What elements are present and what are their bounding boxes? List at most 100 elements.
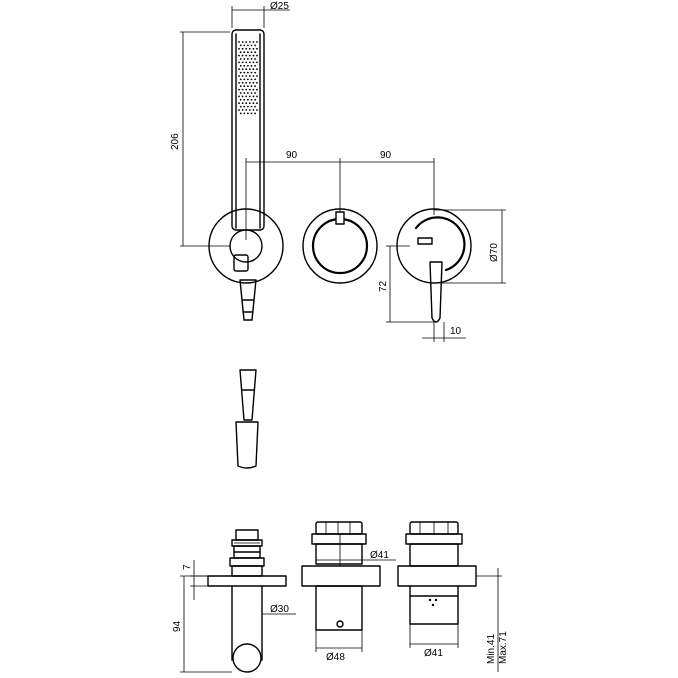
nozzle-dot (243, 85, 246, 88)
dim-lever-drop: 72 (378, 280, 389, 292)
nozzle-dot (243, 58, 246, 60)
nozzle-dot (247, 71, 249, 74)
nozzle-dot (239, 78, 242, 81)
nozzle-dot (252, 95, 255, 98)
nozzle-dot (243, 112, 246, 115)
plate-diameter-dimension: Ø70 (434, 209, 506, 284)
diverter-lower-diameter-dimension: Ø48 (315, 630, 363, 663)
nozzle-dot (254, 85, 256, 88)
diverter-side-view (301, 521, 381, 631)
nozzle-dot (256, 41, 258, 43)
nozzle-dot (254, 51, 256, 54)
dim-outlet-diameter: Ø30 (270, 604, 289, 615)
nozzle-dot (241, 68, 244, 71)
nozzle-dot (247, 85, 249, 88)
nozzle-dot (248, 54, 251, 57)
nozzle-dot (256, 54, 258, 57)
nozzle-dot (241, 41, 244, 43)
nozzle-dot (238, 75, 240, 77)
nozzle-dot (239, 58, 242, 60)
dim-lever-offset: 10 (450, 326, 462, 337)
nozzle-dot (238, 61, 240, 64)
nozzle-dot (241, 61, 244, 64)
nozzle-dot (239, 71, 242, 74)
nozzle-dot (248, 68, 251, 71)
nozzle-dot (245, 41, 248, 43)
nozzle-dot (245, 61, 248, 64)
nozzle-dot (243, 71, 246, 74)
nozzle-dot (245, 95, 248, 98)
dim-shower-diameter: Ø25 (270, 1, 289, 12)
nozzle-dot (248, 47, 251, 50)
dim-outlet-depth: 94 (172, 620, 183, 632)
nozzle-dot (252, 47, 255, 50)
nozzle-dot (239, 112, 242, 115)
mixer-plate (396, 208, 472, 323)
dim-diverter-upper: Ø41 (370, 550, 389, 561)
nozzle-dot (247, 112, 249, 115)
nozzle-dot (238, 68, 240, 71)
nozzle-dot (239, 44, 242, 47)
nozzle-dot (248, 109, 251, 111)
nozzle-dot (250, 78, 253, 81)
nozzle-dot (247, 105, 249, 108)
nozzle-dot (250, 51, 253, 54)
dim-spacing-right: 90 (380, 150, 392, 161)
installation-depth-dimension: Min.41 Max.71 (476, 568, 509, 672)
nozzle-dot (252, 88, 255, 91)
nozzle-dot (247, 64, 249, 67)
nozzle-dot (252, 109, 255, 111)
nozzle-dot (241, 54, 244, 57)
shower-outlet-side-view (207, 529, 287, 673)
dim-depth-min: Min.41 (486, 634, 497, 664)
spacing-dimensions: 90 90 (245, 150, 435, 240)
nozzle-dot (247, 51, 249, 54)
nozzle-dot (239, 98, 242, 101)
nozzle-dot (256, 102, 258, 105)
nozzle-dot (248, 102, 251, 105)
nozzle-dot (239, 51, 242, 54)
mixer-lower-diameter-dimension: Ø41 (409, 624, 459, 659)
nozzle-dot (256, 81, 258, 84)
dim-mixer-lower: Ø41 (424, 648, 443, 659)
nozzle-dot (252, 102, 255, 105)
nozzle-dot (250, 105, 253, 108)
lever-drop-dimension: 72 (378, 245, 434, 323)
nozzle-dot (254, 44, 256, 47)
diverter-plate (302, 208, 378, 284)
nozzle-dot (254, 78, 256, 81)
plate-thickness-dimension: 7 (182, 560, 208, 600)
nozzle-dot (254, 71, 256, 74)
nozzle-dot (250, 98, 253, 101)
nozzle-dot (247, 44, 249, 47)
dim-diverter-lower: Ø48 (326, 652, 345, 663)
lever-offset-dimension: 10 (422, 322, 466, 342)
nozzle-dot (243, 105, 246, 108)
nozzle-dot (250, 71, 253, 74)
nozzle-dot (245, 88, 248, 91)
nozzle-dot (245, 68, 248, 71)
nozzle-dot (241, 95, 244, 98)
nozzle-dot (241, 102, 244, 105)
nozzle-dot (248, 95, 251, 98)
nozzle-dot (250, 58, 253, 60)
nozzle-dot (238, 88, 240, 91)
nozzle-dot (247, 78, 249, 81)
nozzle-dot (241, 75, 244, 77)
hand-shower (231, 29, 265, 231)
nozzle-dot (245, 75, 248, 77)
nozzle-dot (243, 98, 246, 101)
nozzle-dot (254, 92, 256, 94)
nozzle-dot (254, 105, 256, 108)
nozzle-dot (256, 68, 258, 71)
nozzle-dot (248, 81, 251, 84)
outlet-depth-dimension: 94 (172, 575, 232, 673)
nozzle-dot (243, 44, 246, 47)
shower-nozzles (238, 41, 258, 115)
nozzle-dot (254, 112, 256, 115)
nozzle-dot (238, 54, 240, 57)
nozzle-dot (250, 92, 253, 94)
nozzle-dot (243, 51, 246, 54)
nozzle-dot (254, 98, 256, 101)
